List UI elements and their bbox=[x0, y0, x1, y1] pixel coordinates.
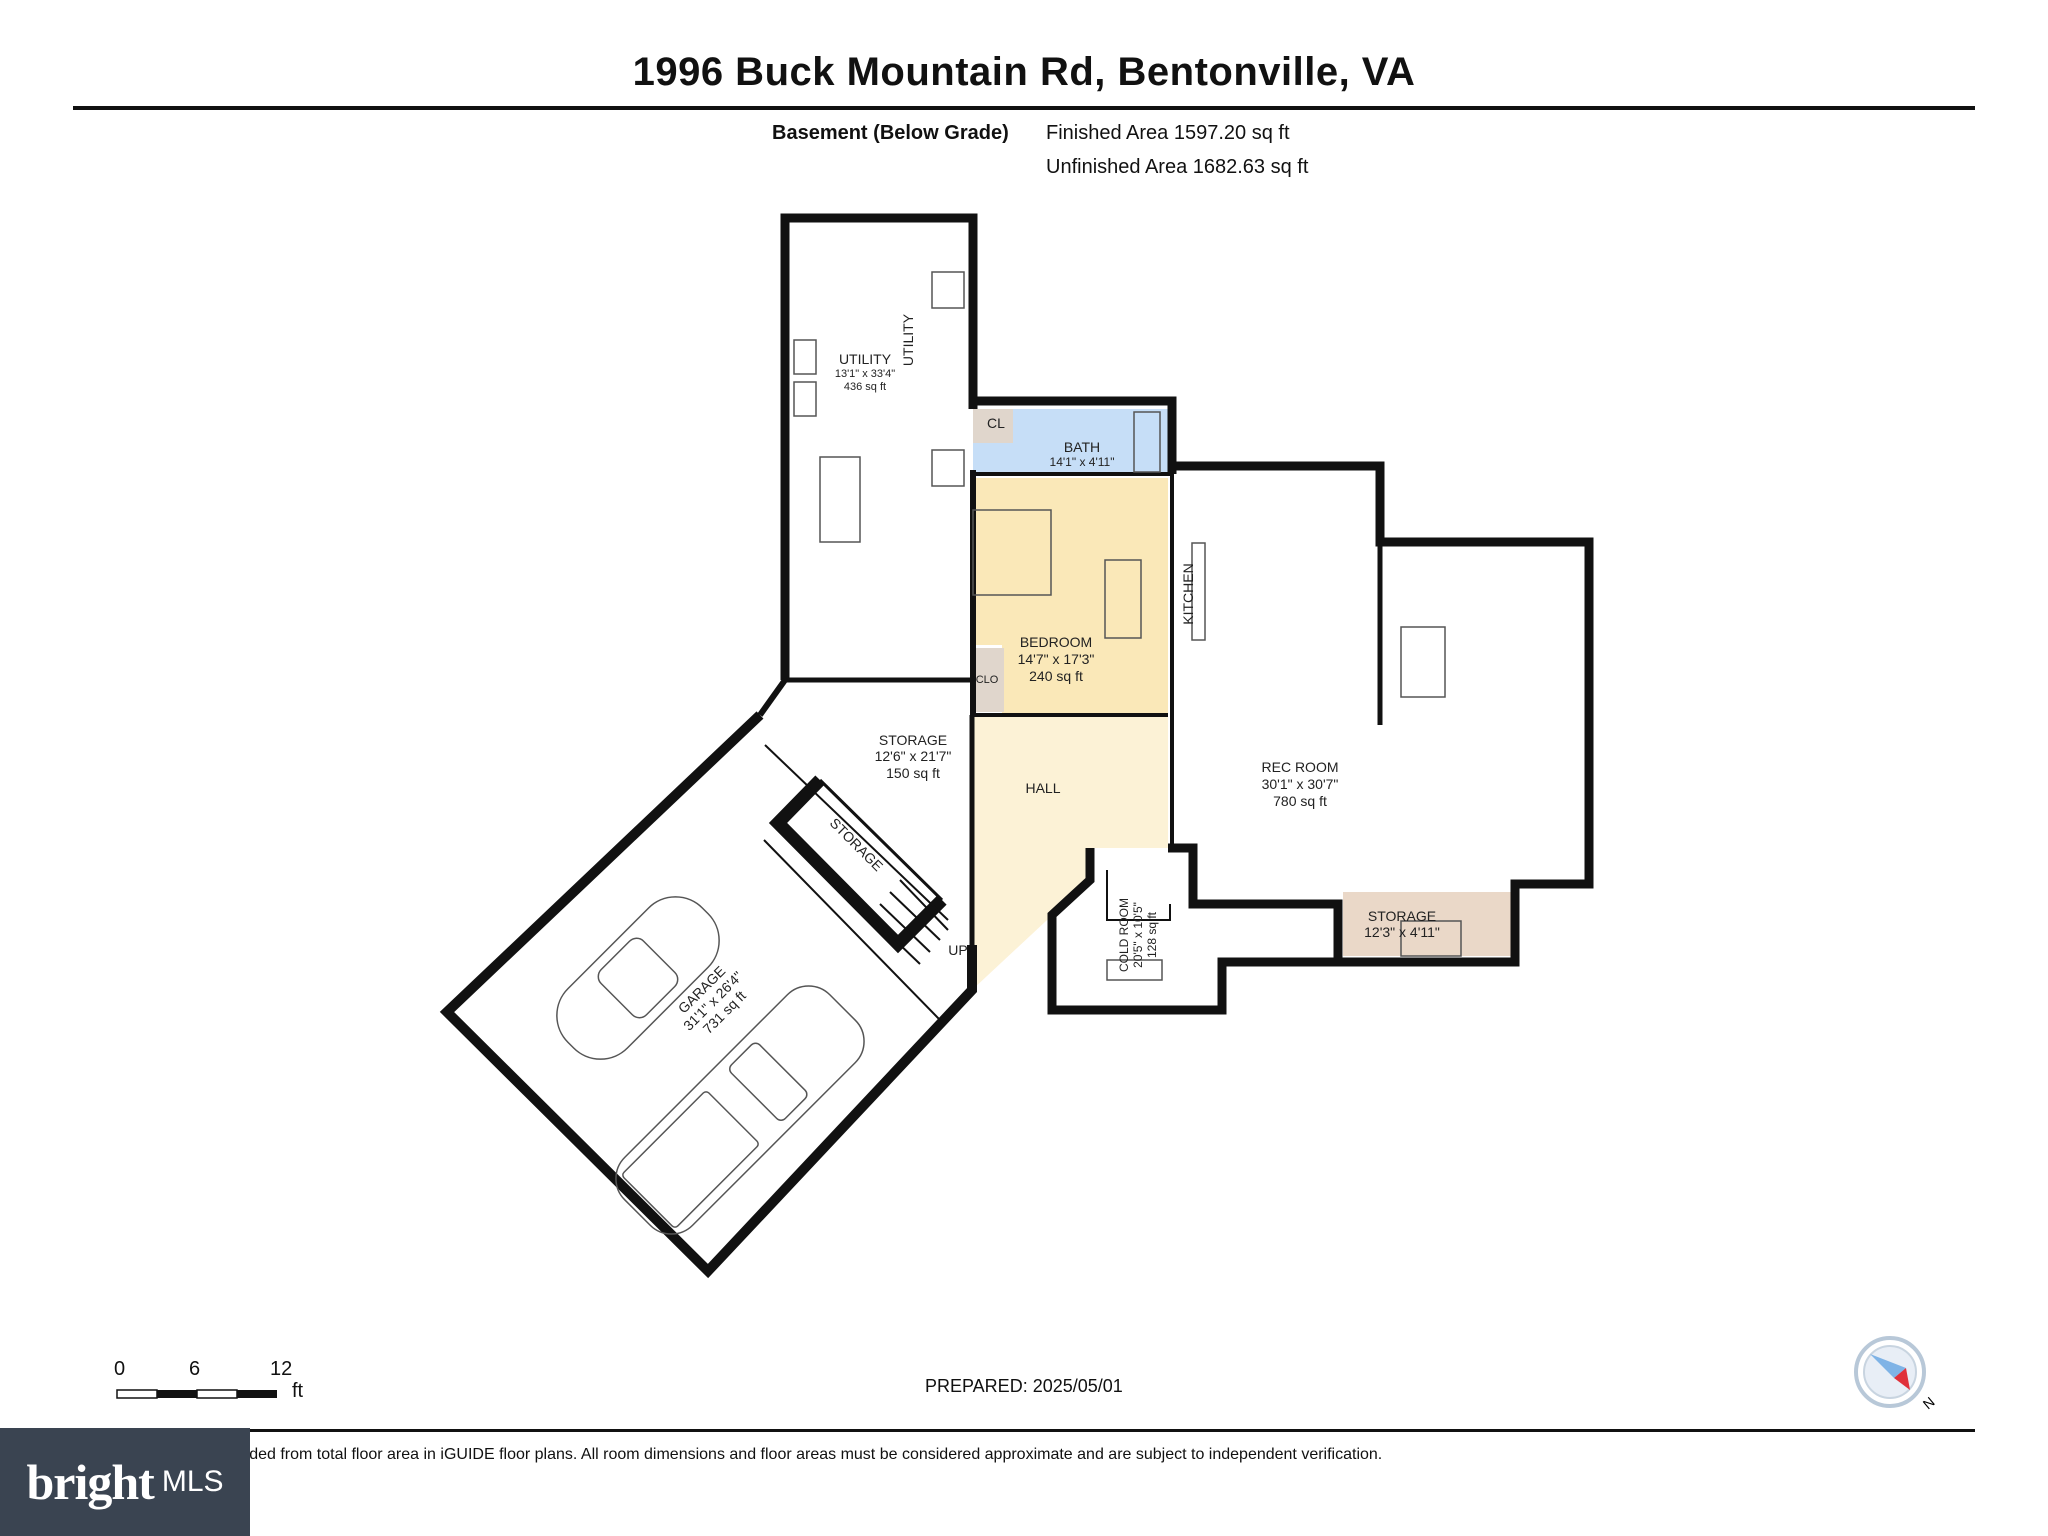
scale-tick-6: 6 bbox=[189, 1358, 201, 1380]
scale-unit: ft bbox=[292, 1380, 304, 1402]
prepared-date: PREPARED: 2025/05/01 bbox=[925, 1376, 1123, 1396]
fixtures bbox=[793, 271, 1462, 981]
footer-rule bbox=[73, 1429, 1975, 1432]
garage-cars bbox=[556, 896, 865, 1235]
storage-main-dims: 12'6" x 21'7" bbox=[875, 748, 952, 764]
unfinished-area: Unfinished Area 1682.63 sq ft bbox=[1046, 156, 1309, 178]
level-name: Basement (Below Grade) bbox=[772, 122, 1009, 144]
rec-room-walls bbox=[1168, 461, 1594, 967]
stairs bbox=[869, 879, 949, 965]
cl-name: CL bbox=[987, 415, 1005, 431]
bath-dims: 14'1" x 4'11" bbox=[1050, 455, 1115, 469]
header-rule bbox=[73, 106, 1975, 110]
utility-side-label: UTILITY bbox=[900, 313, 916, 366]
scale-tick-12: 12 bbox=[270, 1358, 293, 1380]
rec-room-area: 780 sq ft bbox=[1273, 793, 1327, 809]
storage-main-name: STORAGE bbox=[879, 732, 947, 748]
cl-fill bbox=[973, 409, 1013, 443]
cold-room-area: 128 sq ft bbox=[1145, 911, 1159, 958]
cold-room-dims: 20'5" x 10'5" bbox=[1131, 902, 1145, 968]
cold-room-walls bbox=[1047, 848, 1338, 1015]
bath-fill bbox=[973, 409, 1168, 474]
utility-name: UTILITY bbox=[839, 351, 892, 367]
utility-walls bbox=[780, 213, 978, 680]
storage-right-name: STORAGE bbox=[1368, 908, 1436, 924]
clo-name: CLO bbox=[976, 674, 999, 686]
storage-right-fill bbox=[1343, 892, 1512, 956]
rec-room-name: REC ROOM bbox=[1262, 759, 1339, 775]
compass-direction: N bbox=[1920, 1394, 1938, 1413]
scale-tick-0: 0 bbox=[114, 1358, 126, 1380]
stairs-up-label: UP bbox=[948, 942, 967, 958]
logo-suffix: MLS bbox=[161, 1465, 224, 1498]
scale-bar bbox=[116, 1389, 277, 1399]
kitchen-name: KITCHEN bbox=[1180, 563, 1196, 624]
finished-area: Finished Area 1597.20 sq ft bbox=[1046, 122, 1290, 144]
storage-right-dims: 12'3" x 4'11" bbox=[1364, 924, 1440, 940]
hall-name: HALL bbox=[1025, 780, 1060, 796]
bedroom-dims: 14'7" x 17'3" bbox=[1018, 651, 1095, 667]
rec-room-dims: 30'1" x 30'7" bbox=[1262, 776, 1339, 792]
utility-area: 436 sq ft bbox=[844, 381, 886, 393]
logo-brand: bright bbox=[26, 1454, 154, 1510]
storage-main-area: 150 sq ft bbox=[886, 765, 940, 781]
bedroom-area: 240 sq ft bbox=[1029, 668, 1083, 684]
utility-dims: 13'1" x 33'4" bbox=[835, 368, 895, 380]
bedroom-fill bbox=[973, 478, 1168, 715]
disclaimer-text: White regions are excluded from total fl… bbox=[82, 1446, 1383, 1463]
bath-walls bbox=[973, 396, 1177, 474]
storage-small-name: STORAGE bbox=[827, 815, 887, 875]
compass-icon: N bbox=[1854, 1336, 1938, 1413]
hall-fill bbox=[972, 716, 1168, 990]
bath-name: BATH bbox=[1064, 439, 1100, 455]
bedroom-name: BEDROOM bbox=[1020, 634, 1092, 650]
bright-mls-logo: bright MLS bbox=[0, 1428, 250, 1536]
cold-room-name: COLD ROOM bbox=[1117, 898, 1131, 972]
plan-title: 1996 Buck Mountain Rd, Bentonville, VA bbox=[632, 50, 1416, 94]
